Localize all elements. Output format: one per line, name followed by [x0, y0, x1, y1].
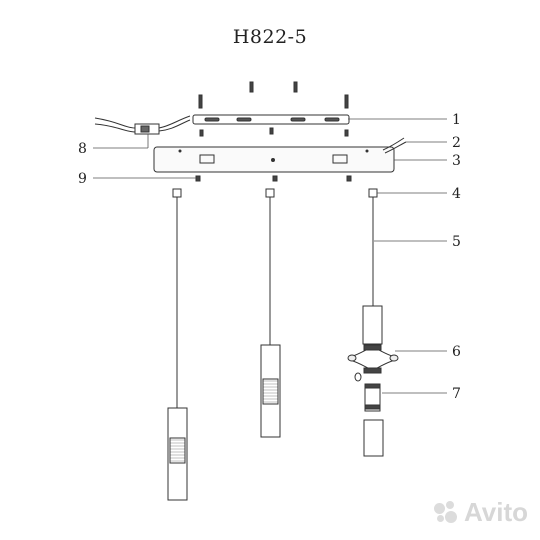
callout-3: 3 [452, 153, 461, 169]
canopy [153, 137, 407, 173]
callout-7: 7 [452, 386, 461, 402]
canopy-screws [195, 175, 352, 182]
diagram-title: H822-5 [232, 26, 308, 48]
cord-grips [172, 188, 378, 198]
pendant-right-exploded [347, 305, 399, 457]
callout-5: 5 [452, 234, 461, 250]
mounting-screws [198, 81, 349, 137]
driver-unit [94, 115, 191, 135]
leader-lines [93, 118, 447, 394]
avito-logo-icon [432, 500, 458, 526]
callout-1: 1 [452, 112, 461, 128]
callout-9: 9 [78, 171, 87, 187]
callout-8: 8 [78, 141, 87, 157]
mounting-plate [192, 114, 350, 125]
callout-6: 6 [452, 344, 461, 360]
pendant-left [167, 407, 188, 501]
pendant-middle [260, 344, 281, 438]
watermark: Avito [432, 497, 528, 528]
watermark-text: Avito [463, 497, 528, 527]
callout-4: 4 [452, 186, 461, 202]
callout-2: 2 [452, 135, 461, 151]
suspension-cables [176, 197, 374, 408]
